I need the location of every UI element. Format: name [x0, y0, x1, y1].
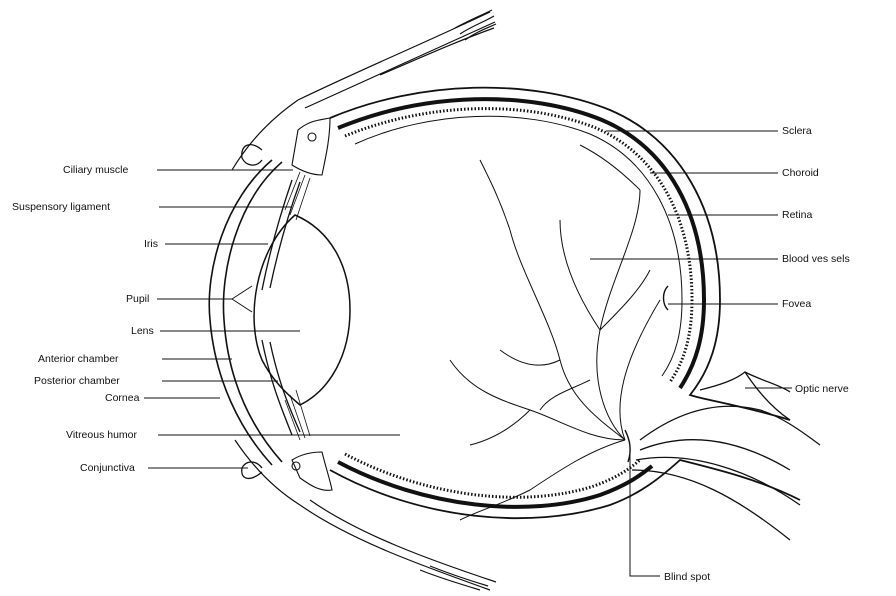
blood-vessels	[450, 145, 660, 520]
label-ciliary-muscle: Ciliary muscle	[63, 164, 129, 176]
label-fovea: Fovea	[782, 298, 811, 310]
label-pupil: Pupil	[126, 293, 149, 305]
label-cornea: Cornea	[105, 392, 140, 404]
label-choroid: Choroid	[782, 167, 819, 179]
label-lens: Lens	[131, 325, 154, 337]
label-anterior-chamber: Anterior chamber	[38, 353, 119, 365]
label-retina: Retina	[782, 209, 813, 221]
upper-eyelid	[232, 10, 496, 170]
blind-spot	[625, 430, 630, 462]
label-pupil-group: Pupil	[126, 286, 252, 312]
label-optic-nerve: Optic nerve	[795, 383, 849, 395]
label-suspensory-ligament: Suspensory ligament	[12, 201, 110, 213]
label-blind-spot: Blind spot	[664, 571, 710, 583]
label-fovea-group: Fovea	[668, 298, 811, 310]
label-blood-vessels: Blood ves sels	[782, 253, 850, 265]
label-vitreous-humor-group: Vitreous humor	[66, 429, 400, 441]
label-sclera-group: Sclera	[606, 125, 812, 137]
sclera	[330, 88, 800, 519]
label-sclera: Sclera	[782, 125, 812, 137]
label-posterior-chamber: Posterior chamber	[34, 375, 120, 387]
cornea	[209, 160, 282, 465]
label-choroid-group: Choroid	[650, 167, 819, 179]
retina	[345, 109, 692, 498]
label-posterior-chamber-group: Posterior chamber	[34, 375, 278, 387]
suspensory-ligament	[285, 172, 310, 440]
label-anterior-chamber-group: Anterior chamber	[38, 353, 232, 365]
choroid	[338, 99, 704, 507]
label-vitreous-humor: Vitreous humor	[66, 429, 138, 441]
lens	[254, 215, 350, 405]
label-ciliary-muscle-group: Ciliary muscle	[63, 164, 293, 176]
label-blood-vessels-group: Blood ves sels	[590, 253, 850, 265]
fovea	[664, 286, 669, 310]
label-conjunctiva-group: Conjunctiva	[80, 462, 248, 474]
label-lens-group: Lens	[131, 325, 300, 337]
label-cornea-group: Cornea	[105, 392, 220, 404]
label-conjunctiva: Conjunctiva	[80, 462, 135, 474]
iris	[262, 180, 300, 435]
label-iris-group: Iris	[144, 238, 268, 250]
optic-nerve	[632, 372, 820, 540]
label-iris: Iris	[144, 238, 158, 250]
